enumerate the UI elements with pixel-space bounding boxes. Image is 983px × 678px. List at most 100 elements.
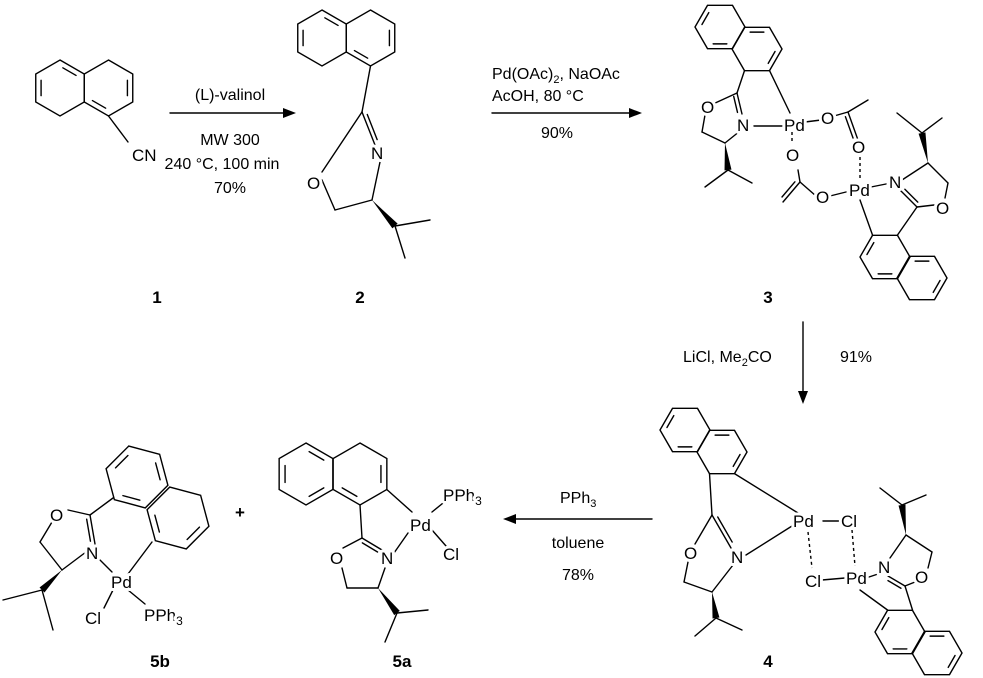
- step2-reagents: Pd(OAc)2, NaOAc: [492, 66, 620, 86]
- bond: [99, 559, 113, 573]
- bond: [833, 111, 849, 117]
- stereo-wedge-bond: [712, 592, 720, 619]
- bond: [899, 189, 918, 208]
- atom-label: O: [50, 506, 63, 525]
- bond: [61, 551, 87, 571]
- bond: [701, 114, 706, 133]
- bond: [781, 181, 796, 198]
- bond: [39, 521, 53, 543]
- bond: [901, 162, 929, 181]
- bond: [732, 453, 741, 468]
- bond: [736, 69, 746, 94]
- aromatic-ring: [896, 255, 948, 301]
- atom-label: O: [684, 544, 697, 563]
- coordination-bond: [807, 531, 813, 569]
- bond: [767, 50, 776, 65]
- bond: [881, 616, 890, 631]
- bond: [879, 487, 903, 506]
- bond: [342, 537, 363, 549]
- bond: [127, 541, 153, 575]
- bond: [804, 119, 822, 123]
- bond: [904, 581, 916, 587]
- atom-label: O: [701, 98, 714, 117]
- bond: [308, 450, 325, 461]
- bond: [353, 49, 369, 59]
- plus-sign: +: [235, 503, 245, 522]
- stereo-wedge-bond: [372, 200, 398, 229]
- bond: [107, 115, 129, 143]
- bond: [724, 130, 741, 144]
- step1-condition: 240 °C, 100 min: [165, 156, 280, 173]
- bond: [932, 279, 941, 294]
- bond: [377, 567, 386, 589]
- bond: [768, 69, 791, 114]
- bond: [394, 219, 431, 227]
- bond: [91, 99, 107, 109]
- aromatic-ring: [35, 59, 85, 117]
- atom-label: N: [86, 544, 98, 563]
- bond: [904, 585, 914, 611]
- aromatic-ring: [105, 445, 169, 509]
- bond: [2, 589, 43, 601]
- bond: [887, 579, 902, 589]
- atom-label: Pd: [410, 516, 431, 535]
- bond: [865, 183, 887, 189]
- bond: [859, 199, 874, 236]
- bond: [896, 206, 918, 236]
- step4-reagent: PPh3: [560, 490, 596, 510]
- bond: [736, 92, 743, 115]
- step2-yield: 90%: [541, 125, 573, 142]
- bond: [122, 494, 141, 501]
- step1-reagent: (L)-valinol: [195, 87, 265, 104]
- bond: [361, 65, 372, 113]
- coordination-bond: [851, 529, 856, 567]
- step3-reagents: LiCl, Me2CO: [683, 349, 772, 369]
- arrow-step-4: [503, 514, 653, 524]
- arrow-step-3: [798, 321, 808, 404]
- bond: [887, 575, 906, 587]
- bond: [715, 617, 743, 631]
- bond: [341, 567, 348, 589]
- aromatic-ring: [911, 630, 963, 676]
- bond: [797, 169, 801, 183]
- aromatic-ring: [146, 486, 210, 550]
- atom-label: O: [915, 568, 928, 587]
- bond: [334, 199, 373, 211]
- bond: [847, 99, 869, 113]
- bond: [694, 514, 713, 545]
- atom-label: Pd: [849, 181, 870, 200]
- bond: [386, 488, 413, 513]
- stereo-wedge-bond: [724, 143, 732, 171]
- bond: [847, 111, 859, 141]
- bond: [361, 537, 383, 551]
- arrow-step-2: [491, 108, 642, 118]
- bond: [186, 526, 201, 541]
- bond-layer: [2, 4, 963, 676]
- atom-label: Pd: [784, 116, 805, 135]
- bond: [85, 518, 92, 542]
- bond: [745, 525, 793, 556]
- step3-yield: 91%: [840, 349, 872, 366]
- atom-label: Pd: [111, 573, 132, 592]
- bond: [324, 17, 339, 27]
- bond: [904, 188, 919, 203]
- aromatic-ring: [297, 9, 347, 67]
- bond: [865, 573, 879, 579]
- bond: [927, 551, 933, 569]
- bond: [733, 472, 799, 514]
- bond: [321, 179, 336, 211]
- bond: [67, 509, 91, 516]
- atom-labels: CN N O O N Pd O O O Pd O N O O N Pd Cl C…: [47, 95, 952, 631]
- stereo-wedge-bond: [378, 588, 400, 616]
- bond: [889, 534, 907, 559]
- bond: [704, 169, 729, 188]
- aromatic-ring: [731, 26, 783, 72]
- bond: [821, 577, 846, 581]
- atom-label: Pd: [846, 569, 867, 588]
- compound-label-4: 4: [763, 652, 773, 671]
- bond: [859, 589, 889, 611]
- atom-label: O: [816, 188, 829, 207]
- compound-label-1: 1: [152, 288, 161, 307]
- atom-label: N: [731, 548, 743, 567]
